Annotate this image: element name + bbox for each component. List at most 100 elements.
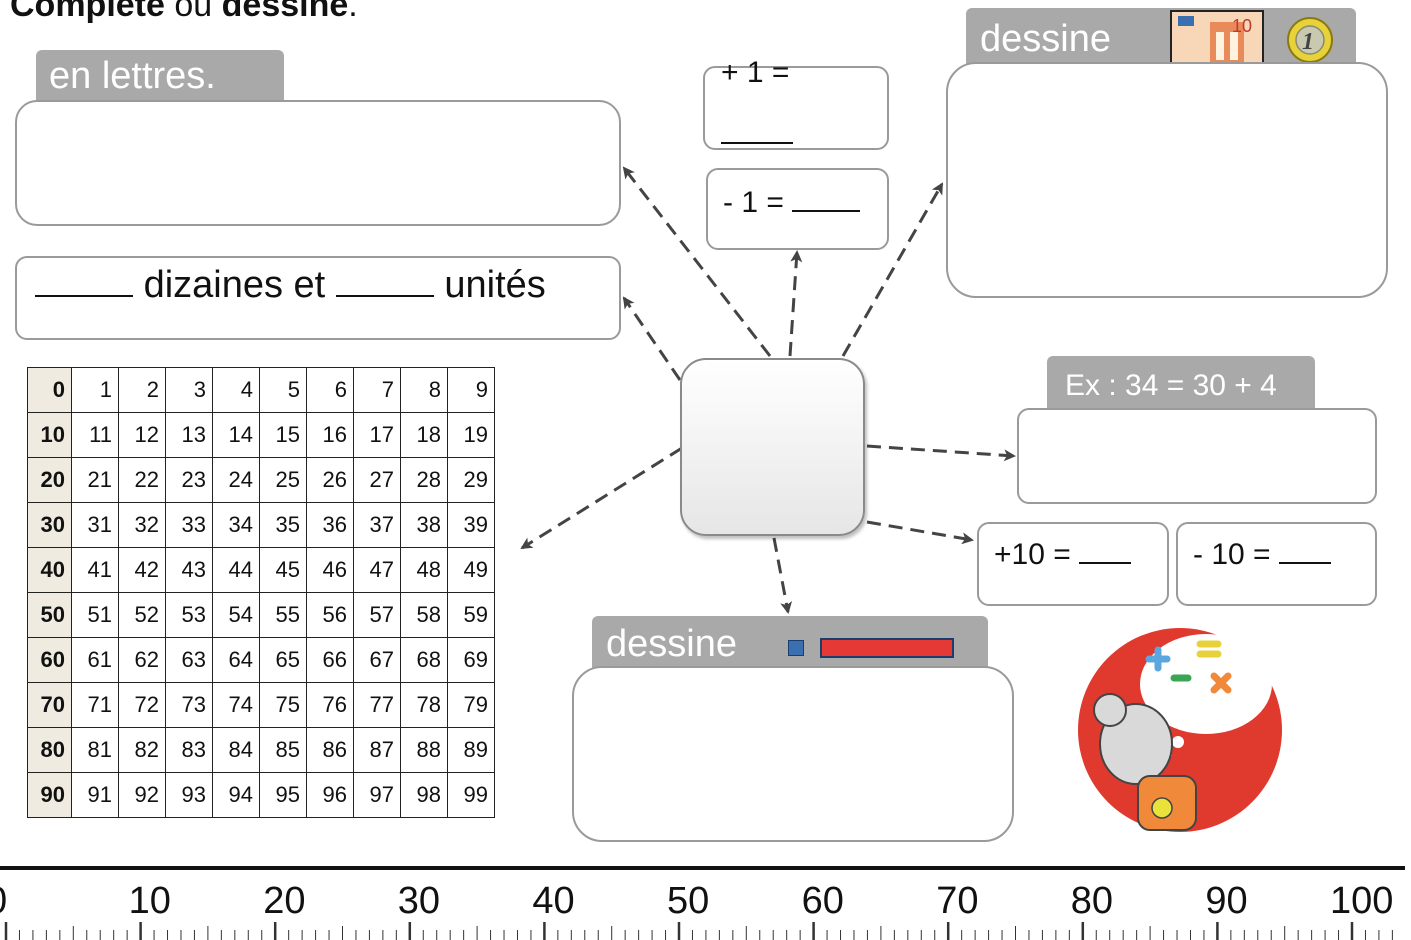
number-line-label: 70 (936, 880, 979, 922)
hundred-chart-cell: 99 (447, 772, 495, 818)
hundred-chart-cell: 61 (71, 637, 119, 683)
hundred-chart-cell: 32 (118, 502, 166, 548)
hundred-chart-cell: 58 (400, 592, 448, 638)
hundred-chart-cell: 46 (306, 547, 354, 593)
dizaines-line: dizaines et unités (35, 264, 546, 307)
hundred-chart-cell: 56 (306, 592, 354, 638)
hundred-chart-cell: 87 (353, 727, 401, 773)
hundred-chart-cell: 21 (71, 457, 119, 503)
hundred-chart-cell: 2 (118, 367, 166, 413)
arrow-to-dizaines (622, 296, 682, 381)
plus-ten-blank[interactable] (1079, 562, 1132, 564)
hundred-chart-cell: 64 (212, 637, 260, 683)
tab-en-lettres-label: en lettres. (49, 55, 216, 97)
tab-example-label: Ex : 34 = 30 + 4 (1065, 369, 1277, 402)
number-line-label: 20 (263, 880, 306, 922)
hundred-chart-cell: 76 (306, 682, 354, 728)
arrow-to-example (866, 444, 1016, 462)
arrow-to-en-lettres (622, 166, 772, 357)
hundred-chart-cell: 6 (306, 367, 354, 413)
tab-dessine-blocks-label: dessine (606, 623, 737, 665)
thought-bubble (1140, 634, 1272, 734)
answer-box-minus-ten[interactable]: - 10 = (1176, 522, 1377, 606)
number-line-label: 30 (397, 880, 441, 922)
hundred-chart-cell: 92 (118, 772, 166, 818)
hundred-chart-cell: 33 (165, 502, 213, 548)
hundred-chart-cell: 85 (259, 727, 307, 773)
plus-one-blank[interactable] (721, 112, 793, 144)
minus-one-line: - 1 = (723, 186, 861, 220)
hundred-chart-cell: 44 (212, 547, 260, 593)
title-or: ou (164, 0, 222, 24)
answer-box-plus-one[interactable]: + 1 = (703, 56, 889, 150)
hundred-chart-cell: 25 (259, 457, 307, 503)
hundred-chart-cell: 36 (306, 502, 354, 548)
minus-ten-blank[interactable] (1278, 562, 1331, 564)
hundred-chart-cell: 90 (27, 772, 72, 818)
hundred-chart-cell: 22 (118, 457, 166, 503)
minus-one-blank[interactable] (792, 210, 861, 212)
hundred-chart-cell: 72 (118, 682, 166, 728)
hundred-chart-cell: 41 (71, 547, 119, 593)
unites-blank[interactable] (335, 295, 434, 297)
number-line (0, 866, 1405, 870)
hundred-chart-cell: 98 (400, 772, 448, 818)
arrow-to-dessine-money (841, 182, 944, 357)
tab-dessine-blocks: dessine (592, 616, 988, 674)
dizaines-label: dizaines et (143, 264, 326, 306)
hundred-chart-cell: 24 (212, 457, 260, 503)
plus-ten-label: +10 = (994, 538, 1071, 571)
hundred-chart-cell: 43 (165, 547, 213, 593)
number-line-label: 100 (1330, 880, 1394, 922)
hundred-chart-cell: 86 (306, 727, 354, 773)
hundred-chart-cell: 7 (353, 367, 401, 413)
mouse-mascot-image (1078, 628, 1282, 832)
hundred-chart-cell: 38 (400, 502, 448, 548)
arrow-to-dessine-blocks (772, 537, 793, 614)
tab-example: Ex : 34 = 30 + 4 (1047, 356, 1315, 414)
hundred-chart-cell: 42 (118, 547, 166, 593)
hundred-chart-cell: 81 (71, 727, 119, 773)
hundred-chart-cell: 48 (400, 547, 448, 593)
drawing-box-blocks[interactable] (572, 666, 1014, 842)
hundred-chart-cell: 74 (212, 682, 260, 728)
hundred-chart-cell: 62 (118, 637, 166, 683)
hundred-chart-cell: 83 (165, 727, 213, 773)
hundred-chart-cell: 79 (447, 682, 495, 728)
hundred-chart-cell: 51 (71, 592, 119, 638)
plus-one-label: + 1 = (721, 56, 790, 89)
answer-box-dizaines-unites[interactable]: dizaines et unités (15, 256, 621, 340)
answer-box-en-lettres[interactable] (15, 100, 621, 226)
drawing-box-money[interactable] (946, 62, 1388, 298)
hundred-chart-cell: 16 (306, 412, 354, 458)
center-number-box[interactable] (680, 358, 865, 536)
hundred-chart-cell: 96 (306, 772, 354, 818)
hundred-chart-cell: 67 (353, 637, 401, 683)
hundred-chart-cell: 26 (306, 457, 354, 503)
ten-bar-icon (820, 638, 954, 658)
hundred-chart-cell: 75 (259, 682, 307, 728)
hundred-chart-cell: 13 (165, 412, 213, 458)
answer-box-decomposition[interactable] (1017, 408, 1377, 504)
hundred-chart-cell: 27 (353, 457, 401, 503)
hundred-chart-cell: 78 (400, 682, 448, 728)
hundred-chart-cell: 35 (259, 502, 307, 548)
dizaines-blank[interactable] (35, 295, 133, 297)
hundred-chart-cell: 23 (165, 457, 213, 503)
hundred-chart-cell: 4 (212, 367, 260, 413)
hundred-chart-cell: 59 (447, 592, 495, 638)
number-line-label: 10 (128, 880, 171, 922)
hundred-chart-cell: 77 (353, 682, 401, 728)
hundred-chart-cell: 49 (447, 547, 495, 593)
answer-box-minus-one[interactable]: - 1 = (706, 168, 889, 250)
title-word-complete: Complète (10, 0, 165, 24)
plus-ten-line: +10 = (994, 538, 1132, 572)
hundred-chart-cell: 5 (259, 367, 307, 413)
answer-box-plus-ten[interactable]: +10 = (977, 522, 1169, 606)
title-period: . (348, 0, 358, 24)
